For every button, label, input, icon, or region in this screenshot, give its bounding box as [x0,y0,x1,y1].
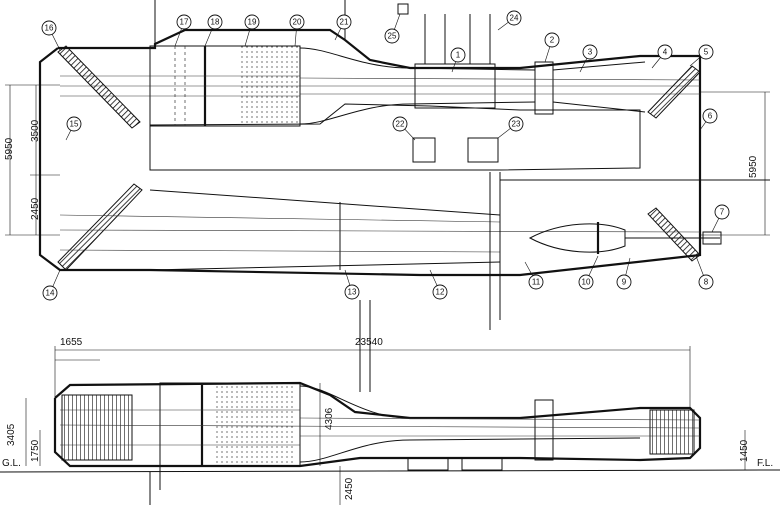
callout-circle-10 [578,274,594,290]
elev-settling-chamber [159,382,301,467]
callout-circle-11 [528,274,544,290]
callout-circle-13 [344,284,360,300]
callout-label-3: 3 [588,48,593,57]
dim-elev-throat-height: 4306 [324,407,335,430]
plan-dimensions: 5950 3500 2450 5950 [4,84,770,236]
callout-circle-8 [698,274,714,290]
plan-outer-wall [38,28,702,277]
plan-view [38,0,770,330]
callout-label-13: 13 [348,288,357,297]
callout-label-22: 22 [396,120,405,129]
callout-circle-21 [336,14,352,30]
corner-vane-8 [647,207,701,262]
callout-circle-25 [384,28,400,44]
callout-circle-2 [544,32,560,48]
dim-plan-right-total: 5950 [748,155,759,178]
callout-circle-16 [41,20,57,36]
callout-label-16: 16 [45,24,54,33]
dim-plan-left-total: 5950 [4,137,15,160]
contraction-lower [299,103,411,125]
elev-support-2 [461,457,503,471]
callout-circle-3 [582,44,598,60]
elev-balance-frame [534,399,554,461]
dim-elev-top-offset: 1655 [60,337,83,348]
dim-elev-lower: 1750 [30,439,41,462]
dim-elev-right: 1450 [739,439,750,462]
callout-label-20: 20 [293,18,302,27]
callout-label-21: 21 [340,18,349,27]
callout-label-24: 24 [510,14,519,23]
callout-label-15: 15 [70,120,79,129]
callout-circle-1 [450,47,466,63]
balance-frame [534,61,554,115]
callout-label-18: 18 [211,18,220,27]
elev-outer-wall [53,381,702,468]
callout-label-14: 14 [46,289,55,298]
label-floor-level: F.L. [757,458,773,469]
elev-support-1 [407,457,449,471]
callout-label-4: 4 [663,48,668,57]
callout-label-7: 7 [720,208,725,217]
callout-label-6: 6 [708,112,713,121]
callout-label-8: 8 [704,278,709,287]
corner-vane-16 [57,45,141,129]
callout-label-2: 2 [550,36,555,45]
dim-elev-length: 23540 [355,337,383,348]
callout-circle-24 [506,10,522,26]
callout-label-9: 9 [622,278,627,287]
contraction-upper [299,47,411,69]
callout-label-23: 23 [512,120,521,129]
callout-circle-20 [289,14,305,30]
callout-label-1: 1 [456,51,461,60]
callout-circle-22 [392,116,408,132]
callout-circle-15 [66,116,82,132]
callout-label-17: 17 [180,18,189,27]
callout-label-25: 25 [388,32,397,41]
part-22 [412,137,436,163]
callout-circle-6 [702,108,718,124]
callout-circle-18 [207,14,223,30]
dim-plan-left-upper: 3500 [30,119,41,142]
part-23 [467,137,499,163]
callout-circle-23 [508,116,524,132]
label-ground-level: G.L. [2,458,21,469]
plan-inner-core [149,103,641,171]
callout-circle-7 [714,204,730,220]
callout-label-10: 10 [582,278,591,287]
corner-vane-14 [57,183,143,271]
callout-circle-14 [42,285,58,301]
callout-label-5: 5 [704,48,709,57]
fan-nacelle [528,223,626,253]
corner-vane-5 [647,65,701,119]
callout-circle-5 [698,44,714,60]
callout-label-12: 12 [436,288,445,297]
callout-circle-4 [657,44,673,60]
elev-corner-right [649,409,695,455]
elevation-dimensions: 1655 23540 3405 1750 4306 2450 1450 G.L.… [2,337,773,505]
callout-circle-19 [244,14,260,30]
callout-label-11: 11 [532,278,541,287]
dim-elev-below: 2450 [344,477,355,500]
elev-corner-left [61,394,133,461]
dim-elev-height: 3405 [6,423,17,446]
elevation-view [0,300,780,505]
callout-circle-9 [616,274,632,290]
callout-circle-12 [432,284,448,300]
callout-label-19: 19 [248,18,257,27]
dim-plan-left-lower: 2450 [30,197,41,220]
callout-circle-17 [176,14,192,30]
